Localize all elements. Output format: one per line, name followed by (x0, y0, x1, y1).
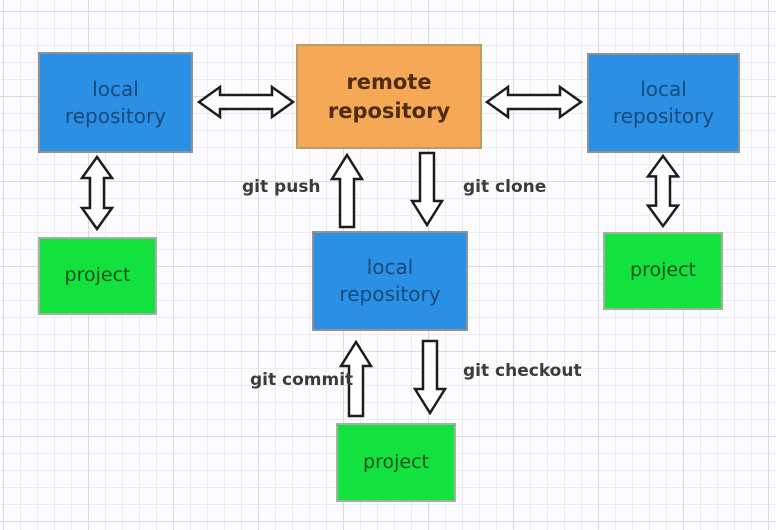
node-label: local repository (64, 76, 167, 128)
down-arrow-icon-git-clone (410, 151, 444, 227)
node-label: project (630, 259, 696, 282)
node-project-left: project (38, 237, 157, 315)
node-label: project (64, 264, 131, 287)
node-remote-repository: remote repository (296, 44, 482, 149)
node-project-bottom: project (336, 423, 456, 502)
node-project-right: project (603, 232, 723, 310)
node-local-repository-left: local repository (38, 52, 193, 153)
double-arrow-icon-local-right-project (645, 154, 681, 228)
double-arrow-icon-remote-local-right (485, 84, 583, 120)
up-arrow-icon-git-push (330, 153, 364, 229)
edge-label-git-commit: git commit (250, 370, 354, 390)
node-label: local repository (612, 77, 715, 128)
node-label: remote repository (327, 70, 451, 123)
edge-label-git-clone: git clone (463, 177, 547, 197)
node-label: local repository (339, 255, 441, 306)
double-arrow-icon-local-left-remote (197, 84, 295, 120)
edge-label-git-push: git push (242, 177, 321, 197)
node-label: project (363, 450, 429, 473)
node-local-repository-right: local repository (587, 53, 740, 153)
edge-label-git-checkout: git checkout (463, 361, 582, 381)
down-arrow-icon-git-checkout (413, 339, 447, 415)
double-arrow-icon-local-left-project (79, 155, 115, 231)
node-local-repository-center: local repository (312, 231, 468, 331)
up-arrow-icon-git-commit (339, 340, 373, 418)
